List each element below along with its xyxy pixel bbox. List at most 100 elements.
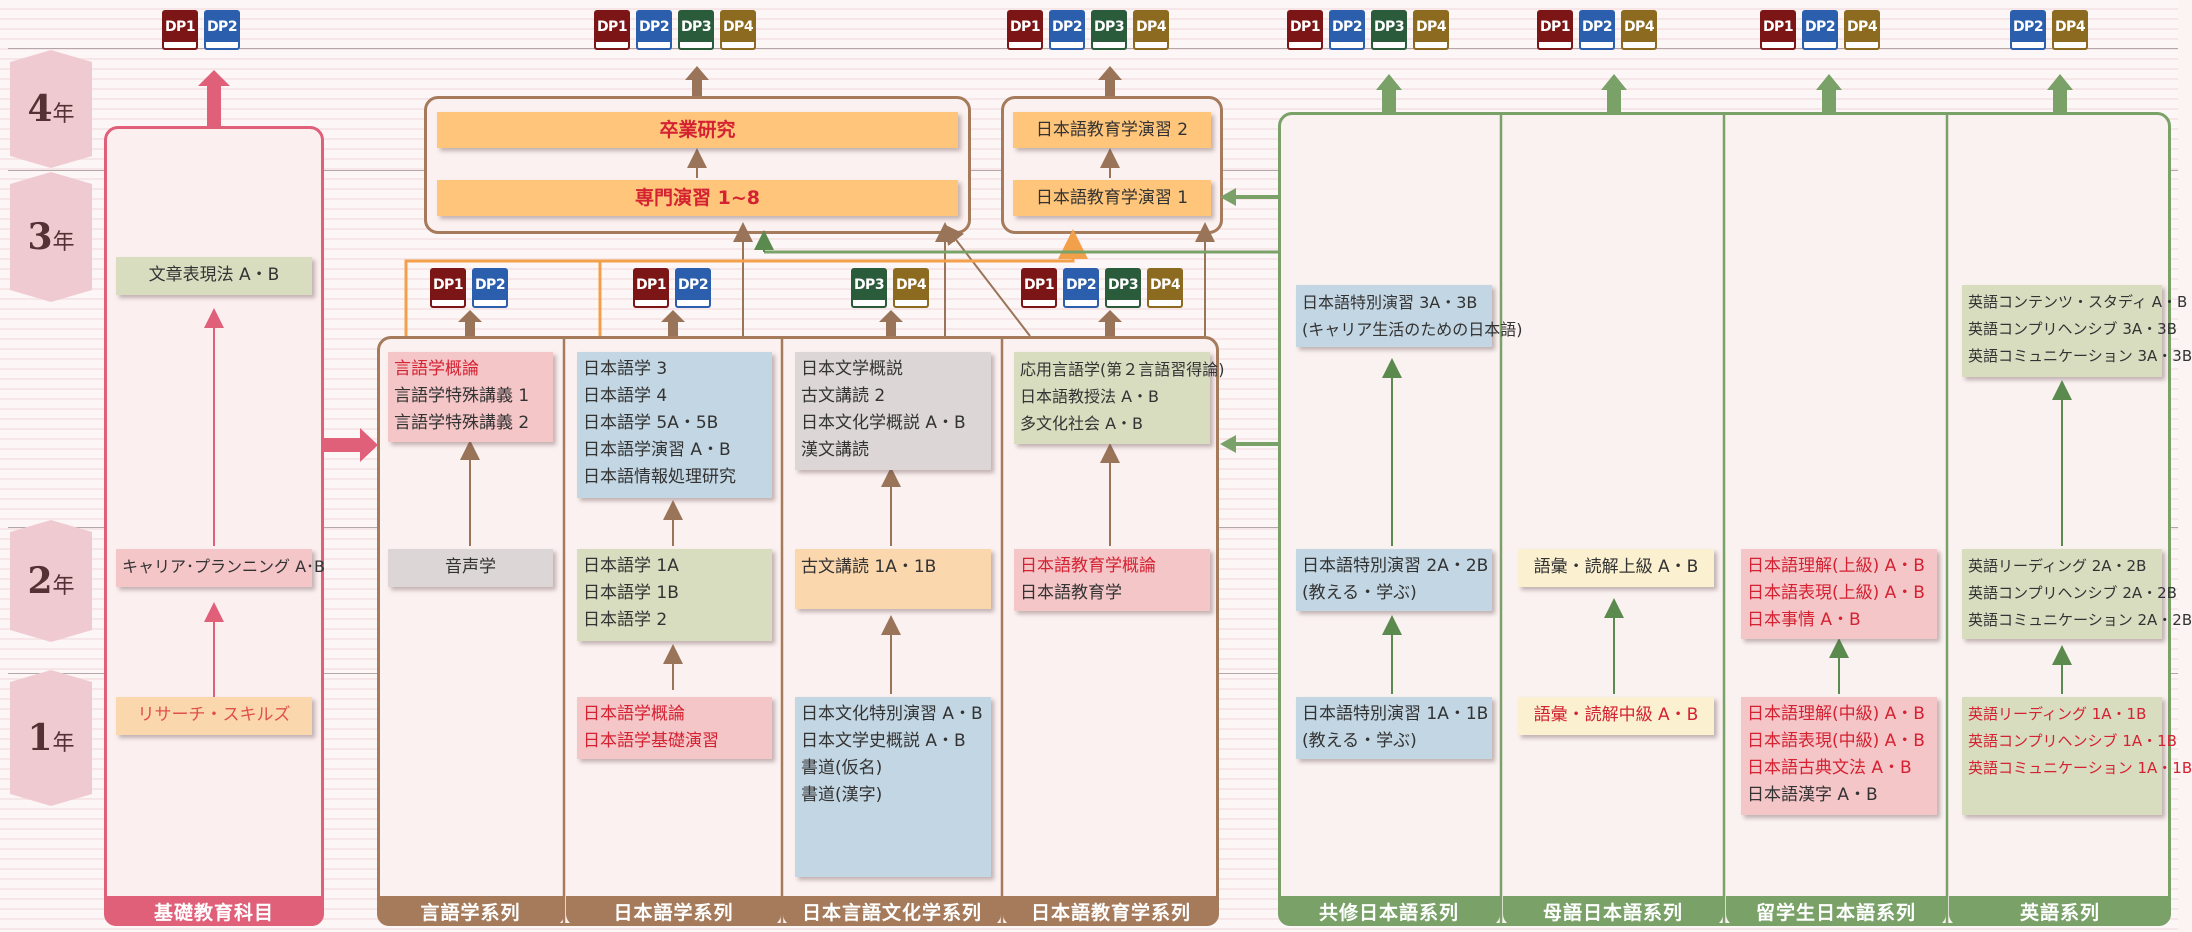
list-item: 日本語教育学 — [1020, 583, 1122, 603]
column-title-nihongo: 日本語学系列 — [566, 896, 781, 926]
list-item: 日本語理解(上級) A・B — [1747, 556, 1925, 576]
dp1-icon: DP1 — [594, 10, 630, 50]
list-item: 英語コンプリヘンシブ 3A・3B — [1968, 320, 2177, 338]
course-group-bunka-lower: 日本文化特別演習 A・B 日本文学史概説 A・B 書道(仮名) 書道(漢字) — [795, 697, 991, 877]
list-item: 日本文学概説 — [801, 359, 903, 379]
list-item: 日本語表現(中級) A・B — [1747, 731, 1925, 751]
dp-set-gengo: DP1 DP2 — [430, 268, 508, 308]
dp4-icon: DP4 — [1621, 10, 1657, 50]
dp-set-nihongo: DP1 DP2 — [633, 268, 711, 308]
dp2-icon: DP2 — [636, 10, 672, 50]
list-item: 多文化社会 A・B — [1020, 414, 1144, 433]
dp3-icon: DP3 — [1371, 10, 1407, 50]
dp4-icon: DP4 — [2052, 10, 2088, 50]
list-item: (教える・学ぶ) — [1302, 583, 1417, 603]
list-item: 日本語教授法 A・B — [1020, 387, 1160, 406]
list-item: (キャリア生活のための日本語) — [1302, 320, 1523, 339]
list-item: 英語コミュニケーション 3A・3B — [1968, 347, 2192, 365]
list-item: 日本語表現(上級) A・B — [1747, 583, 1925, 603]
dp1-icon: DP1 — [1021, 268, 1057, 308]
list-item: 日本語情報処理研究 — [583, 467, 736, 487]
list-item: 英語リーディング 2A・2B — [1968, 557, 2147, 575]
course-group-nihongo-upper: 日本語学 3 日本語学 4 日本語学 5A・5B 日本語学演習 A・B 日本語情… — [577, 352, 772, 498]
course-group-gengo-upper: 言語学概論 言語学特殊講義 1 言語学特殊講義 2 — [388, 352, 553, 442]
course-group-bunka-upper: 日本文学概説 古文講読 2 日本文化学概説 A・B 漢文講読 — [795, 352, 991, 470]
list-item: 英語コミュニケーション 2A・2B — [1968, 611, 2192, 629]
list-item: 書道(漢字) — [801, 785, 883, 805]
list-item: 日本語特別演習 3A・3B — [1302, 293, 1478, 312]
course-group-ryugaku-lower: 日本語理解(中級) A・B 日本語表現(中級) A・B 日本語古典文法 A・B … — [1741, 697, 1937, 815]
column-title-kyoiku: 日本語教育学系列 — [1003, 896, 1219, 926]
dp2-icon: DP2 — [1049, 10, 1085, 50]
course-group-eigo-mid: 英語リーディング 2A・2B 英語コンプリヘンシブ 2A・2B 英語コミュニケー… — [1962, 549, 2192, 639]
list-item: 日本語学概論 — [583, 704, 685, 724]
dp2-icon: DP2 — [2010, 10, 2046, 50]
dp-set-kyoiku: DP1 DP2 DP3 DP4 — [1021, 268, 1183, 308]
dp-set-ryugaku: DP1 DP2 DP4 — [1760, 10, 1880, 50]
course-bunka-mid: 古文講読 1A・1B — [795, 549, 991, 609]
list-item: 英語コンプリヘンシブ 2A・2B — [1968, 584, 2177, 602]
course-group-kyoshu-lower: 日本語特別演習 1A・1B (教える・学ぶ) — [1296, 697, 1492, 759]
dp-set-kyoshu: DP1 DP2 DP3 DP4 — [1287, 10, 1449, 50]
list-item: 日本語古典文法 A・B — [1747, 758, 1912, 778]
dp2-icon: DP2 — [472, 268, 508, 308]
list-item: 漢文講読 — [801, 440, 869, 460]
course-group-eigo-lower: 英語リーディング 1A・1B 英語コンプリヘンシブ 1A・1B 英語コミュニケー… — [1962, 697, 2192, 815]
column-title-kyoshu: 共修日本語系列 — [1278, 896, 1500, 926]
column-title-bunka: 日本言語文化学系列 — [783, 896, 1001, 926]
list-item: 言語学概論 — [394, 359, 479, 379]
list-item: 日本語特別演習 2A・2B — [1302, 556, 1489, 576]
dp3-icon: DP3 — [1091, 10, 1127, 50]
dp4-icon: DP4 — [1133, 10, 1169, 50]
column-title-bogo: 母語日本語系列 — [1503, 896, 1723, 926]
course-group-nihongo-lower: 日本語学概論 日本語学基礎演習 — [577, 697, 772, 759]
list-item: 日本文化特別演習 A・B — [801, 704, 983, 724]
list-item: 書道(仮名) — [801, 758, 883, 778]
course-bogo-lower: 語彙・読解中級 A・B — [1518, 697, 1714, 735]
course-kiso-y3: 文章表現法 A・B — [116, 257, 312, 295]
dp4-icon: DP4 — [1844, 10, 1880, 50]
list-item: 日本語漢字 A・B — [1747, 785, 1878, 805]
list-item: 日本語学 2 — [583, 610, 668, 630]
course-group-kyoiku-mid: 日本語教育学概論 日本語教育学 — [1014, 549, 1210, 611]
dp4-icon: DP4 — [893, 268, 929, 308]
dp1-icon: DP1 — [1007, 10, 1043, 50]
year-label-4: 4年 — [10, 50, 92, 168]
dp4-icon: DP4 — [1413, 10, 1449, 50]
list-item: 日本事情 A・B — [1747, 610, 1861, 630]
column-title-eigo: 英語系列 — [1949, 896, 2171, 926]
list-item: 日本文化学概説 A・B — [801, 413, 966, 433]
dp2-icon: DP2 — [1802, 10, 1838, 50]
list-item: 日本語学 1A — [583, 556, 679, 576]
course-group-nihongo-mid: 日本語学 1A 日本語学 1B 日本語学 2 — [577, 549, 772, 641]
dp1-icon: DP1 — [1287, 10, 1323, 50]
dp3-icon: DP3 — [851, 268, 887, 308]
dp3-icon: DP3 — [1105, 268, 1141, 308]
list-item: 言語学特殊講義 2 — [394, 413, 530, 433]
course-group-kyoshu-mid: 日本語特別演習 2A・2B (教える・学ぶ) — [1296, 549, 1492, 611]
dp3-icon: DP3 — [678, 10, 714, 50]
dp2-icon: DP2 — [1579, 10, 1615, 50]
dp2-icon: DP2 — [204, 10, 240, 50]
list-item: 日本語学 4 — [583, 386, 668, 406]
list-item: 英語コミュニケーション 1A・1B — [1968, 759, 2192, 777]
year-label-1: 1年 — [10, 670, 92, 806]
list-item: 言語学特殊講義 1 — [394, 386, 530, 406]
dp1-icon: DP1 — [1760, 10, 1796, 50]
dp2-icon: DP2 — [1329, 10, 1365, 50]
list-item: 日本語学演習 A・B — [583, 440, 731, 460]
course-kiso-y2: キャリア･プランニング A･B — [116, 549, 325, 587]
dp1-icon: DP1 — [1537, 10, 1573, 50]
list-item: 日本語学基礎演習 — [583, 731, 719, 751]
column-title-gengo: 言語学系列 — [377, 896, 564, 926]
dp1-icon: DP1 — [162, 10, 198, 50]
course-group-kyoshu-upper: 日本語特別演習 3A・3B (キャリア生活のための日本語) — [1296, 285, 1523, 347]
course-kyoiku-enshu1: 日本語教育学演習 1 — [1013, 180, 1211, 216]
list-item: 日本語特別演習 1A・1B — [1302, 704, 1489, 724]
dp-set-kyoiku-enshu: DP1 DP2 DP3 DP4 — [1007, 10, 1169, 50]
dp1-icon: DP1 — [430, 268, 466, 308]
dp4-icon: DP4 — [1147, 268, 1183, 308]
list-item: 英語リーディング 1A・1B — [1968, 705, 2147, 723]
